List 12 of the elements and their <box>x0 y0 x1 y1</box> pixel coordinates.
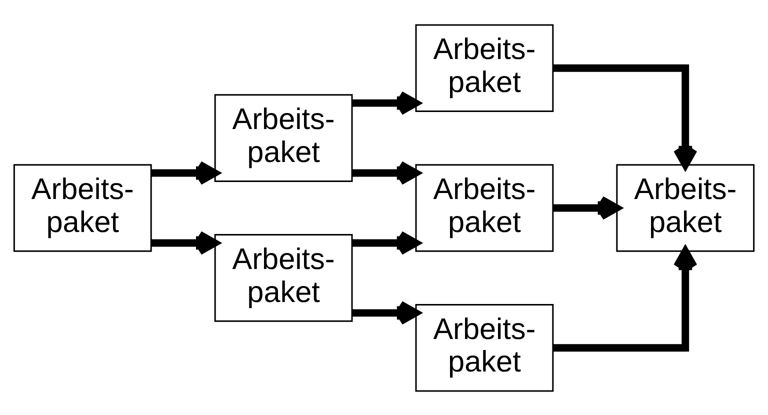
node-box: Arbeits- paket <box>415 303 554 392</box>
node-box: Arbeits- paket <box>214 94 353 182</box>
node-box: Arbeits- paket <box>415 164 554 252</box>
arrow <box>352 90 420 115</box>
node-box: Arbeits- paket <box>214 234 353 322</box>
node-box: Arbeits- paket <box>616 164 755 252</box>
arrow <box>352 300 420 324</box>
arrow <box>352 230 420 255</box>
arrow <box>352 160 420 185</box>
arrow <box>553 246 698 352</box>
node-box: Arbeits- paket <box>415 24 554 112</box>
node-box: Arbeits- paket <box>13 164 152 252</box>
